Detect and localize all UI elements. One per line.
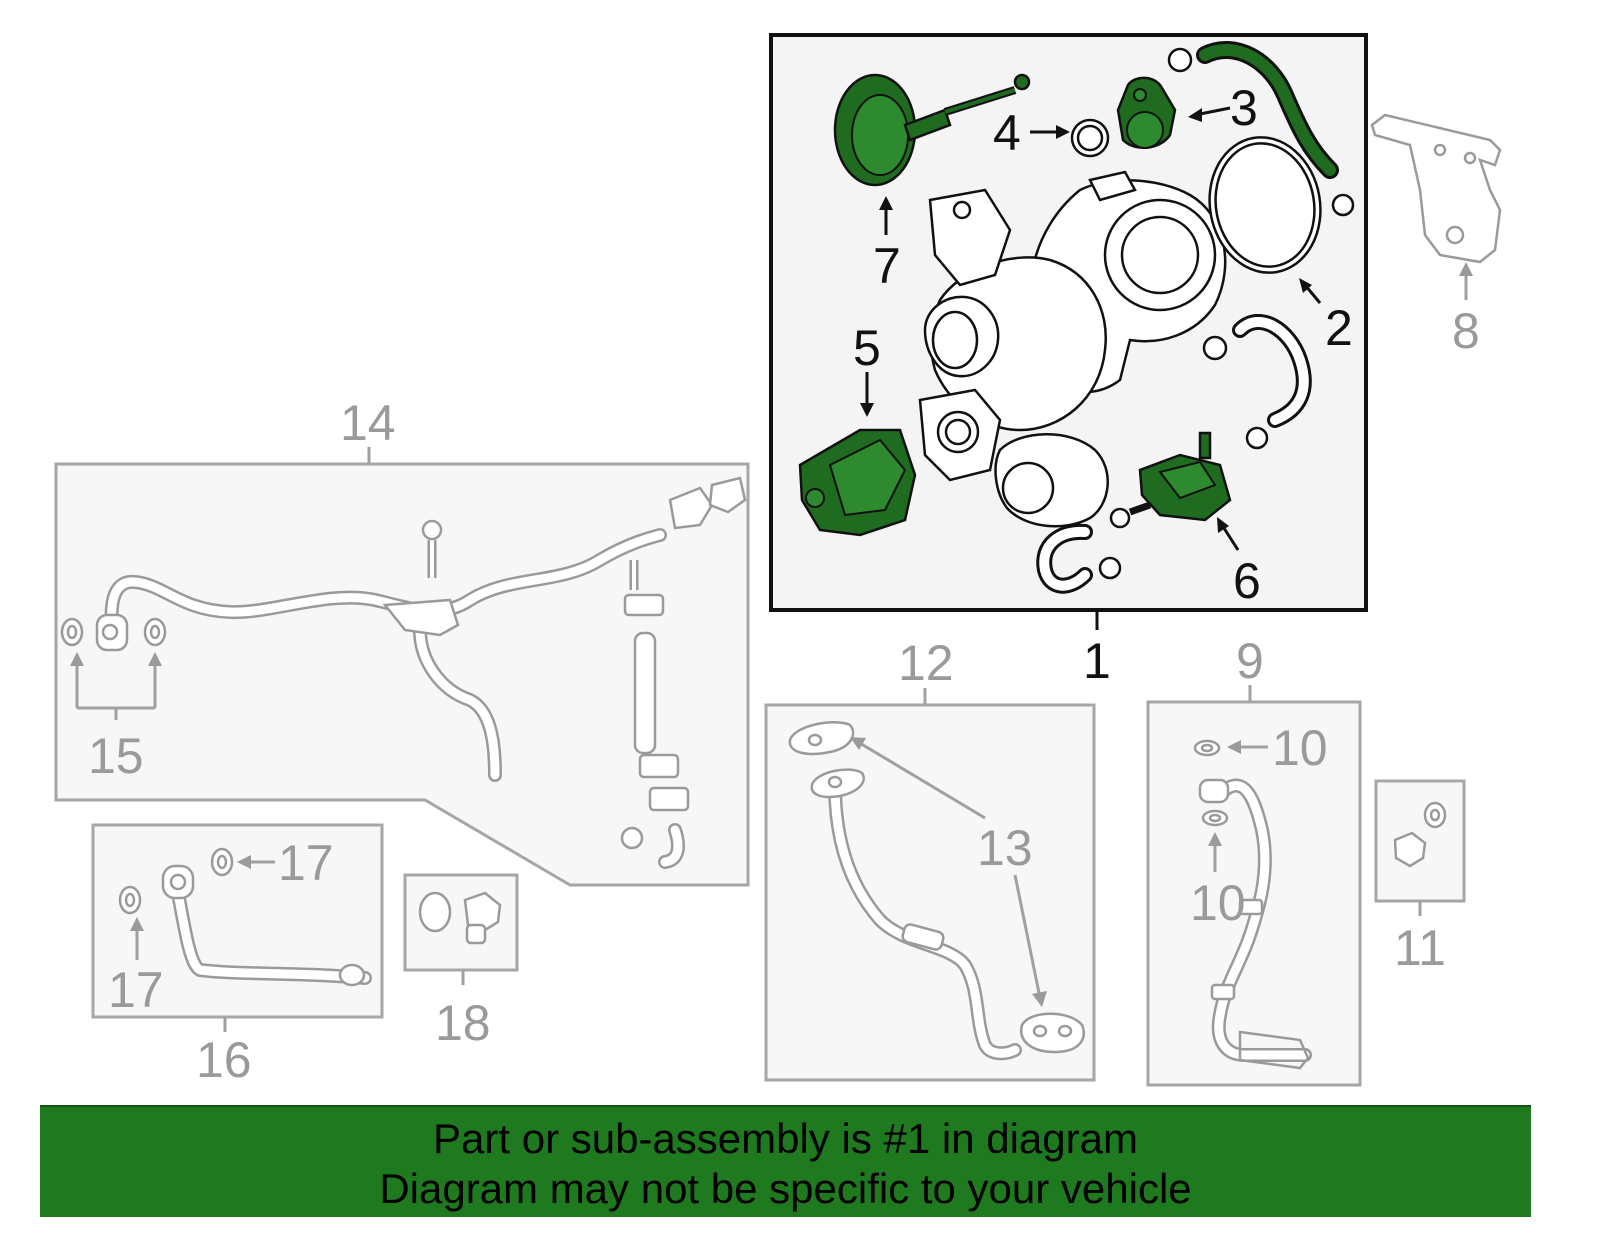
arrowhead-13a	[850, 737, 866, 750]
callout-15[interactable]: 15	[88, 728, 144, 784]
oil-return-hose-parts[interactable]	[620, 476, 747, 869]
callout-18[interactable]: 18	[435, 995, 491, 1051]
callout-6[interactable]: 6	[1233, 553, 1261, 609]
arrowhead-7	[879, 196, 893, 210]
arrowhead-5	[860, 403, 874, 417]
callout-3[interactable]: 3	[1230, 80, 1258, 136]
callout-2[interactable]: 2	[1325, 300, 1353, 356]
arrowhead-15b	[148, 652, 162, 666]
arrowhead-15a	[70, 652, 84, 666]
leader-13a	[857, 740, 986, 820]
banner-line-1: Part or sub-assembly is #1 in diagram	[433, 1115, 1138, 1162]
arrowhead-13b	[1032, 991, 1047, 1007]
bolt-11[interactable]	[1393, 801, 1447, 868]
arrowhead-4	[1056, 125, 1070, 139]
leader-6	[1220, 524, 1240, 551]
oil-feed-pipe-14[interactable]	[95, 519, 667, 782]
callout-8[interactable]: 8	[1452, 303, 1480, 359]
wastegate-actuator-7[interactable]	[833, 73, 1031, 187]
electronic-actuator-5[interactable]	[798, 428, 917, 537]
arrowhead-17a	[237, 855, 251, 869]
callout-7[interactable]: 7	[873, 238, 901, 294]
leader-13b	[1013, 874, 1042, 999]
vacuum-hose-inner	[1199, 44, 1336, 176]
washer-17[interactable]	[118, 847, 234, 915]
banner-line-2: Diagram may not be specific to your vehi…	[379, 1165, 1192, 1212]
arrowhead-6	[1217, 517, 1229, 533]
o-ring-4-inner	[1076, 124, 1104, 152]
gasket-ring-2[interactable]	[1199, 128, 1331, 281]
callout-14[interactable]: 14	[340, 395, 396, 451]
coolant-hose-lower-inner	[1039, 526, 1090, 591]
heat-shield-bracket-8[interactable]	[1370, 113, 1502, 264]
arrowhead-10b	[1208, 832, 1222, 846]
arrowhead-2	[1299, 278, 1312, 293]
info-banner: Part or sub-assembly is #1 in diagram Di…	[40, 1105, 1531, 1217]
washer-10[interactable]	[1193, 739, 1229, 827]
callout-5[interactable]: 5	[853, 320, 881, 376]
assembly-box-16[interactable]	[91, 823, 384, 1019]
callout-10a[interactable]: 10	[1272, 720, 1328, 776]
turbocharger-housing[interactable]	[918, 170, 1227, 528]
gasket-ring-2-inner	[1214, 142, 1316, 268]
callout-12[interactable]: 12	[898, 635, 954, 691]
callout-1[interactable]: 1	[1083, 633, 1111, 689]
coolant-return-pipe-9[interactable]	[1198, 778, 1312, 1070]
assembly-box-9[interactable]	[1146, 700, 1362, 1087]
solenoid-valve-6[interactable]	[1128, 431, 1232, 522]
arrowhead-17b	[130, 917, 144, 931]
callout-17a[interactable]: 17	[278, 835, 334, 891]
washer-15[interactable]	[60, 617, 167, 647]
arrowhead-3	[1188, 108, 1202, 122]
hose-clamp[interactable]	[1098, 47, 1355, 580]
callout-13[interactable]: 13	[977, 820, 1033, 876]
callout-11[interactable]: 11	[1394, 920, 1446, 976]
callout-17b[interactable]: 17	[108, 962, 164, 1018]
callout-9[interactable]: 9	[1236, 633, 1264, 689]
callout-4[interactable]: 4	[993, 105, 1021, 161]
valve-part-3[interactable]	[1116, 76, 1177, 149]
coolant-hose-right-inner	[1235, 317, 1309, 425]
callout-16[interactable]: 16	[196, 1032, 252, 1088]
arrowhead-8	[1459, 262, 1473, 276]
oil-pipe-16[interactable]	[161, 864, 372, 987]
plug-18[interactable]	[418, 891, 502, 945]
arrowhead-10a	[1227, 740, 1241, 754]
callout-10b[interactable]: 10	[1190, 875, 1246, 931]
